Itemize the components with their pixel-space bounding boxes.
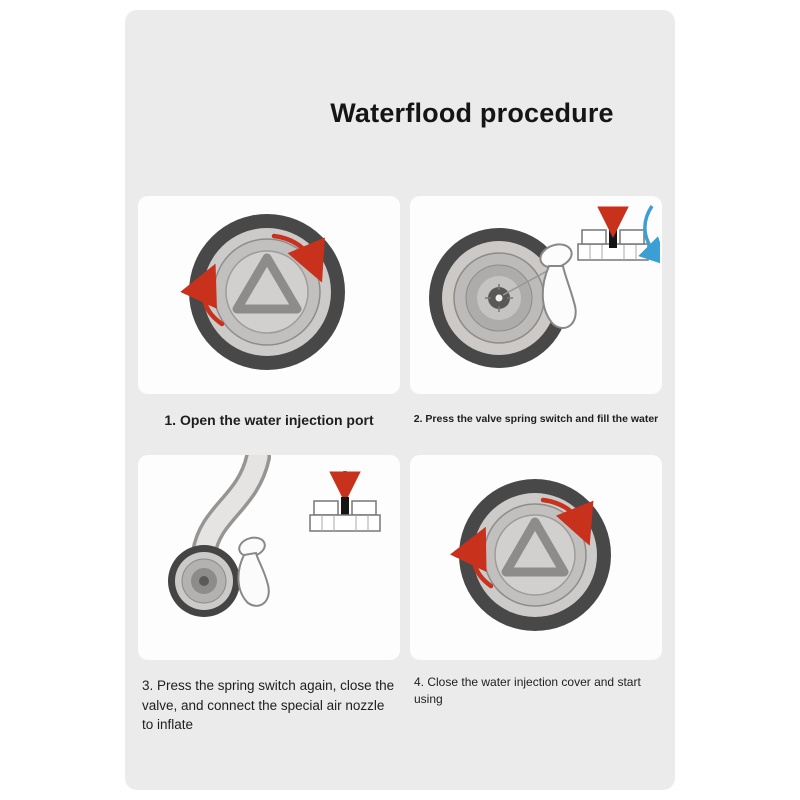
step-3: 3. Press the spring switch again, close … [138, 455, 400, 735]
step-4: 4. Close the water injection cover and s… [410, 455, 662, 735]
step-4-caption: 4. Close the water injection cover and s… [414, 675, 641, 707]
step-3-caption: 3. Press the spring switch again, close … [142, 678, 395, 733]
steps-grid: 1. Open the water injection port [138, 196, 662, 735]
step-4-card [410, 455, 662, 660]
step-2: 2. Press the valve spring switch and fil… [410, 196, 662, 455]
injection-cover-close-illustration [449, 479, 611, 631]
step-1-caption: 1. Open the water injection port [164, 412, 374, 428]
step-2-caption: 2. Press the valve spring switch and fil… [413, 413, 659, 425]
page-title: Waterflood procedure [330, 98, 614, 128]
step-2-card [410, 196, 662, 394]
procedure-panel: Waterflood procedure [125, 10, 675, 790]
step-1: 1. Open the water injection port [138, 196, 400, 455]
injection-port-open-illustration [180, 214, 345, 370]
step-3-card [138, 455, 400, 660]
valve-spring-switch-fill-illustration [428, 205, 660, 368]
air-nozzle-connect-illustration [168, 455, 381, 617]
step-1-card [138, 196, 400, 394]
